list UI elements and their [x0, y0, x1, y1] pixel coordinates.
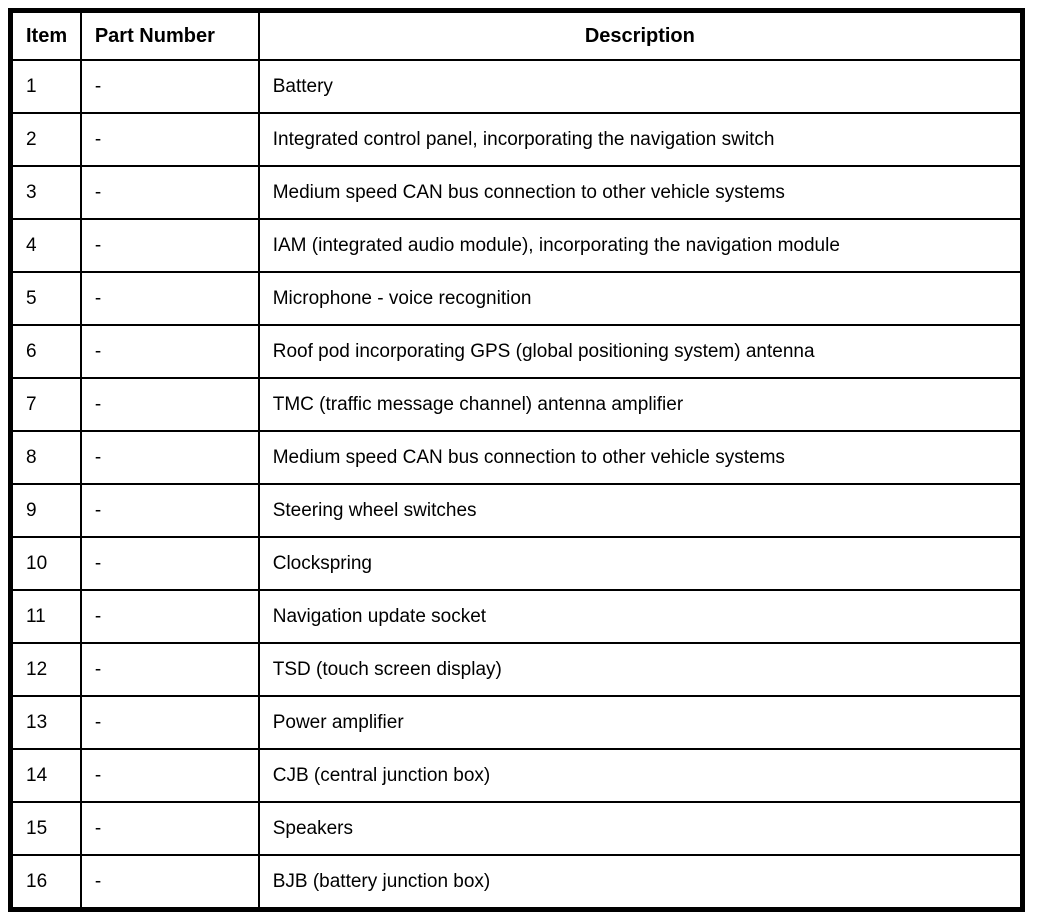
- part-number-cell: -: [79, 536, 260, 591]
- description-cell: Medium speed CAN bus connection to other…: [257, 430, 1024, 485]
- table-row: 6-Roof pod incorporating GPS (global pos…: [9, 324, 1024, 379]
- table-row: 15-Speakers: [9, 801, 1024, 856]
- part-number-cell: -: [79, 483, 260, 538]
- part-number-cell: -: [79, 271, 260, 326]
- table-row: 1-Battery: [9, 59, 1024, 114]
- part-number-cell: -: [79, 430, 260, 485]
- header-part-number: Part Number: [79, 9, 260, 61]
- part-number-cell: -: [79, 112, 260, 167]
- description-cell: Steering wheel switches: [257, 483, 1024, 538]
- item-cell: 14: [9, 748, 82, 803]
- part-number-cell: -: [79, 748, 260, 803]
- part-number-cell: -: [79, 801, 260, 856]
- item-cell: 12: [9, 642, 82, 697]
- part-number-cell: -: [79, 59, 260, 114]
- item-cell: 10: [9, 536, 82, 591]
- description-cell: CJB (central junction box): [257, 748, 1024, 803]
- table-row: 12-TSD (touch screen display): [9, 642, 1024, 697]
- description-cell: Speakers: [257, 801, 1024, 856]
- table-row: 9-Steering wheel switches: [9, 483, 1024, 538]
- part-number-cell: -: [79, 642, 260, 697]
- item-cell: 7: [9, 377, 82, 432]
- table-row: 3-Medium speed CAN bus connection to oth…: [9, 165, 1024, 220]
- item-cell: 8: [9, 430, 82, 485]
- table-row: 4-IAM (integrated audio module), incorpo…: [9, 218, 1024, 273]
- header-item: Item: [9, 9, 82, 61]
- part-number-cell: -: [79, 695, 260, 750]
- table-row: 14-CJB (central junction box): [9, 748, 1024, 803]
- description-cell: TMC (traffic message channel) antenna am…: [257, 377, 1024, 432]
- part-number-cell: -: [79, 854, 260, 911]
- item-cell: 15: [9, 801, 82, 856]
- item-cell: 1: [9, 59, 82, 114]
- item-cell: 2: [9, 112, 82, 167]
- table-row: 8-Medium speed CAN bus connection to oth…: [9, 430, 1024, 485]
- item-cell: 3: [9, 165, 82, 220]
- table-row: 16-BJB (battery junction box): [9, 854, 1024, 911]
- item-cell: 11: [9, 589, 82, 644]
- item-cell: 4: [9, 218, 82, 273]
- header-description: Description: [257, 9, 1024, 61]
- item-cell: 9: [9, 483, 82, 538]
- item-cell: 13: [9, 695, 82, 750]
- table-row: 13-Power amplifier: [9, 695, 1024, 750]
- item-cell: 16: [9, 854, 82, 911]
- description-cell: Navigation update socket: [257, 589, 1024, 644]
- item-cell: 6: [9, 324, 82, 379]
- part-number-cell: -: [79, 165, 260, 220]
- description-cell: Clockspring: [257, 536, 1024, 591]
- description-cell: Microphone - voice recognition: [257, 271, 1024, 326]
- table-row: 2-Integrated control panel, incorporatin…: [9, 112, 1024, 167]
- description-cell: TSD (touch screen display): [257, 642, 1024, 697]
- table-row: 10-Clockspring: [9, 536, 1024, 591]
- part-number-cell: -: [79, 218, 260, 273]
- description-cell: Power amplifier: [257, 695, 1024, 750]
- description-cell: Integrated control panel, incorporating …: [257, 112, 1024, 167]
- part-number-cell: -: [79, 589, 260, 644]
- description-cell: Battery: [257, 59, 1024, 114]
- description-cell: BJB (battery junction box): [257, 854, 1024, 911]
- table-row: 7-TMC (traffic message channel) antenna …: [9, 377, 1024, 432]
- header-row: Item Part Number Description: [9, 9, 1024, 61]
- part-number-cell: -: [79, 377, 260, 432]
- item-cell: 5: [9, 271, 82, 326]
- part-number-cell: -: [79, 324, 260, 379]
- table-row: 5-Microphone - voice recognition: [9, 271, 1024, 326]
- description-cell: Roof pod incorporating GPS (global posit…: [257, 324, 1024, 379]
- table-row: 11-Navigation update socket: [9, 589, 1024, 644]
- description-cell: Medium speed CAN bus connection to other…: [257, 165, 1024, 220]
- description-cell: IAM (integrated audio module), incorpora…: [257, 218, 1024, 273]
